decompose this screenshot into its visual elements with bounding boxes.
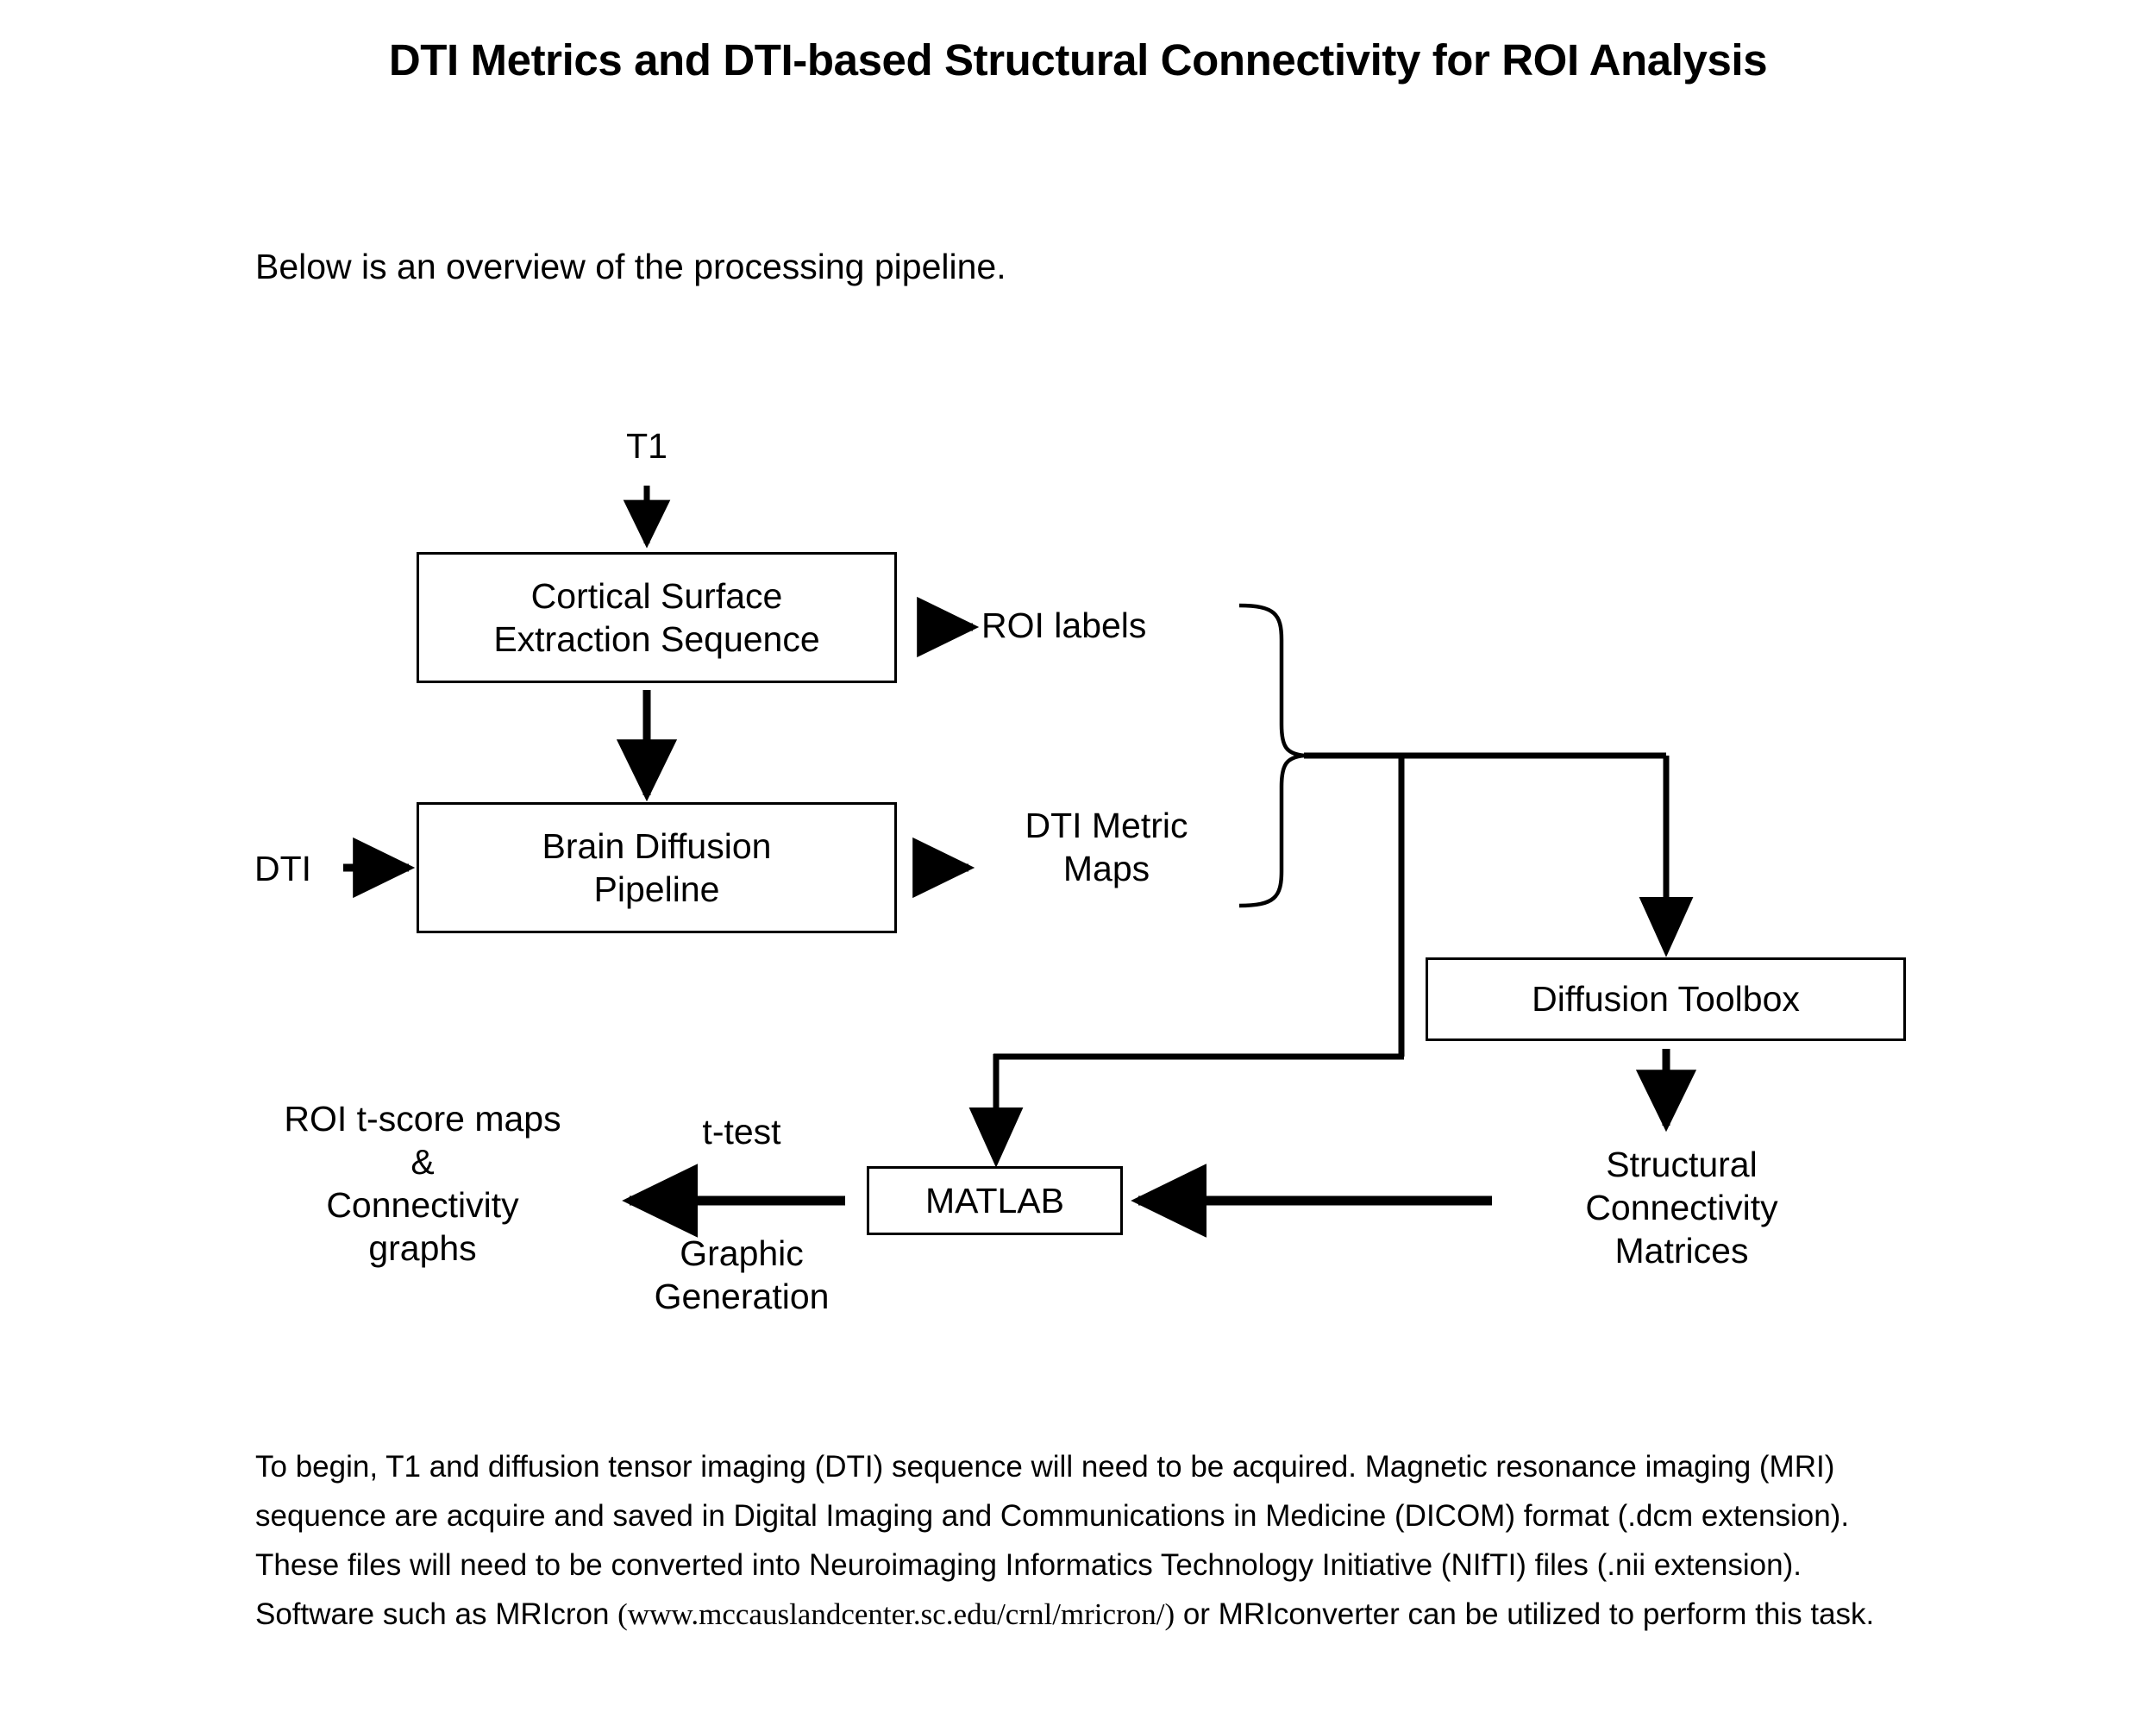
- label-t1-input: T1: [626, 426, 667, 466]
- node-diffusion-toolbox[interactable]: Diffusion Toolbox: [1426, 957, 1906, 1041]
- label-dti-input: DTI: [254, 849, 312, 888]
- body-paragraph-part-1: To begin, T1 and diffusion tensor imagin…: [255, 1450, 1850, 1632]
- body-paragraph: To begin, T1 and diffusion tensor imagin…: [255, 1442, 1920, 1639]
- node-brain-diffusion-pipeline[interactable]: Brain Diffusion Pipeline: [417, 802, 897, 933]
- page-title: DTI Metrics and DTI-based Structural Con…: [388, 35, 1768, 85]
- label-t-test: t-test: [702, 1112, 781, 1151]
- node-matlab[interactable]: MATLAB: [867, 1166, 1123, 1235]
- label-roi-tscore-maps-and-connectivity-graphs: ROI t-score maps & Connectivity graphs: [284, 1099, 561, 1269]
- body-paragraph-part-2: or MRIconverter can be utilized to perfo…: [1175, 1597, 1875, 1632]
- intro-paragraph: Below is an overview of the processing p…: [255, 247, 1006, 286]
- grouping-brace: [1238, 603, 1305, 908]
- mricron-url[interactable]: (www.mccauslandcenter.sc.edu/crnl/mricro…: [617, 1597, 1175, 1632]
- node-cortical-surface-extraction-sequence[interactable]: Cortical Surface Extraction Sequence: [417, 552, 897, 683]
- label-dti-metric-maps: DTI Metric Maps: [1025, 806, 1188, 889]
- body-paragraph-text: To begin, T1 and diffusion tensor imagin…: [255, 1442, 1920, 1639]
- label-structural-connectivity-matrices: Structural Connectivity Matrices: [1585, 1145, 1778, 1271]
- label-graphic-generation: Graphic Generation: [654, 1233, 830, 1317]
- label-roi-labels: ROI labels: [981, 606, 1147, 645]
